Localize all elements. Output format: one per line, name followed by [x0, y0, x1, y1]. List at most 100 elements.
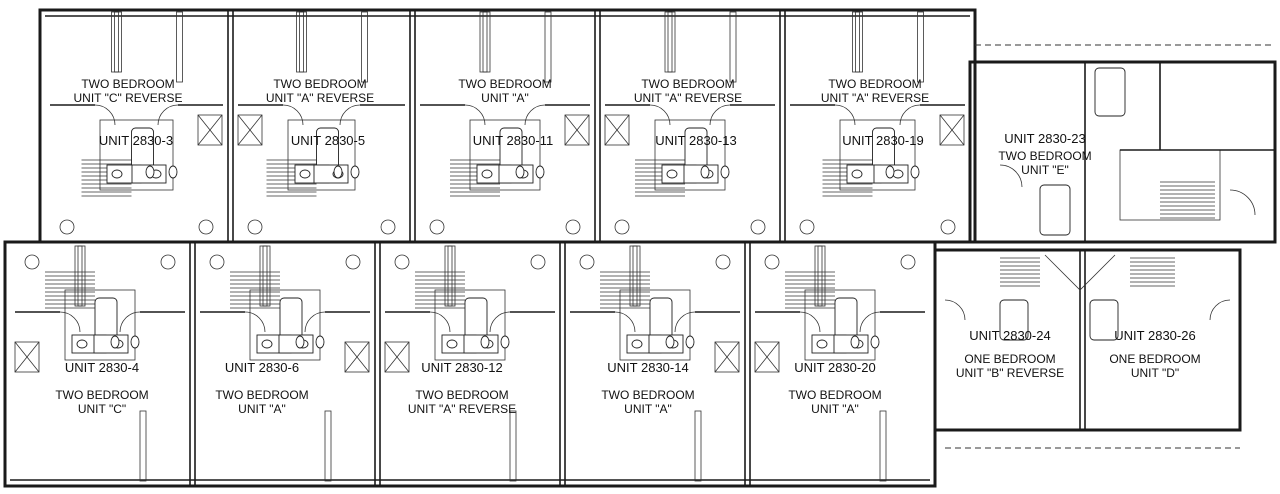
shower-x [14, 341, 40, 373]
column [799, 219, 815, 235]
door-swing [649, 104, 671, 126]
shower-x [604, 114, 630, 146]
unit-number: UNIT 2830-13 [655, 133, 736, 148]
column [345, 254, 361, 270]
unit-interior [790, 11, 965, 235]
door-swing [94, 104, 116, 126]
toilet [515, 165, 525, 179]
unit-e-interior [999, 62, 1275, 236]
toilet [350, 165, 360, 179]
tub [1039, 184, 1071, 236]
unit-interior [237, 11, 405, 235]
unit-number: UNIT 2830-6 [225, 360, 299, 375]
unit-interior [14, 245, 185, 482]
unit-variant: UNIT "C" REVERSE [74, 91, 183, 105]
door-swing [1229, 189, 1256, 216]
unit-variant: UNIT "A" REVERSE [266, 91, 374, 105]
tub [1094, 67, 1126, 117]
unit-type: TWO BEDROOM [415, 388, 508, 402]
window-slot [917, 11, 924, 83]
bath-block [804, 289, 876, 361]
shower [939, 114, 965, 146]
window-slot [176, 11, 183, 83]
sink [851, 169, 863, 179]
door-swing [944, 299, 966, 321]
shower [344, 341, 370, 373]
unit-variant: UNIT "B" REVERSE [956, 366, 1064, 380]
unit-number: UNIT 2830-19 [842, 133, 923, 148]
toilet [500, 335, 510, 349]
toilet [700, 165, 710, 179]
door-swing [859, 311, 881, 333]
column [59, 219, 75, 235]
duct-inner [482, 11, 488, 73]
unit-number: UNIT 2830-26 [1114, 328, 1195, 343]
column [198, 219, 214, 235]
unit-type: TWO BEDROOM [273, 77, 366, 91]
shower-x [237, 114, 263, 146]
door-swing [709, 104, 731, 126]
duct [852, 11, 863, 73]
door-swing [304, 311, 326, 333]
unit-interior [50, 11, 223, 235]
window-slot [729, 11, 737, 83]
door-swing [999, 164, 1023, 188]
unit-type: ONE BEDROOM [1109, 352, 1200, 366]
window-slot [509, 410, 517, 482]
column [940, 219, 956, 235]
shower-x [754, 341, 780, 373]
unit-interior [420, 11, 590, 235]
toilet [110, 335, 120, 349]
duct [479, 11, 491, 73]
unit-interior [754, 245, 925, 482]
column [530, 254, 546, 270]
door-swing [244, 311, 266, 333]
shower-x [344, 341, 370, 373]
shower-x [384, 341, 410, 373]
unit-type: TWO BEDROOM [641, 77, 734, 91]
shower-x [197, 114, 223, 146]
window-slot [361, 11, 368, 83]
stair-block [1119, 149, 1221, 221]
toilet [720, 165, 730, 179]
bath-block [99, 119, 174, 191]
unit-number: UNIT 2830-3 [99, 133, 173, 148]
lower-dividers [189, 242, 1086, 486]
unit-variant: UNIT "A" [238, 402, 286, 416]
shower-x [714, 341, 740, 373]
column [900, 254, 916, 270]
door-swing [614, 311, 636, 333]
unit-number: UNIT 2830-11 [473, 133, 553, 148]
duct-inner [855, 11, 860, 73]
door-swing [674, 311, 696, 333]
sink [892, 169, 904, 179]
unit-variant: UNIT "A" [811, 402, 859, 416]
column [160, 254, 176, 270]
bath-block [287, 119, 356, 191]
upper-dividers [227, 10, 1086, 242]
door-swing [282, 104, 304, 126]
shower [604, 114, 630, 146]
tub [999, 299, 1029, 341]
window-slot [694, 410, 702, 482]
sink [299, 169, 311, 179]
shower [714, 341, 740, 373]
duct-inner [299, 11, 304, 73]
unit-type: TWO BEDROOM [215, 388, 308, 402]
bath-block [619, 289, 691, 361]
unit-number: UNIT 2830-24 [969, 328, 1050, 343]
sink [816, 339, 828, 349]
sink [76, 339, 88, 349]
unit-interior [200, 245, 370, 482]
shower-x [939, 114, 965, 146]
unit-interior [384, 245, 555, 482]
unit-number: UNIT 2830-20 [794, 360, 875, 375]
column [394, 254, 410, 270]
bath-block [64, 289, 136, 361]
toilet [870, 335, 880, 349]
unit-variant: UNIT "A" REVERSE [634, 91, 742, 105]
door-swing [834, 104, 856, 126]
sink [111, 169, 123, 179]
unit-number: UNIT 2830-4 [65, 360, 139, 375]
